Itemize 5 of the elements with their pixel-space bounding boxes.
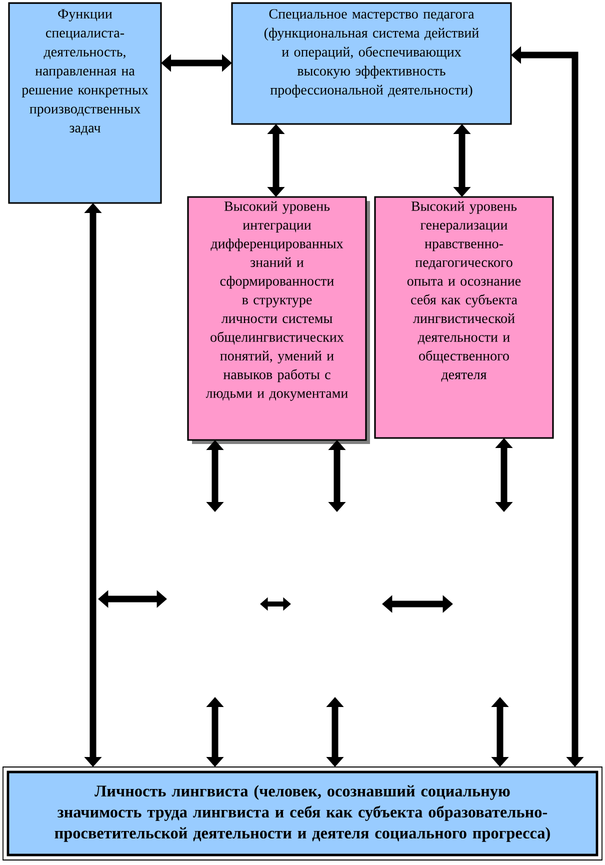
framed-box: Личность лингвиста (человек, осознавший социальную значимость труда лингвиста и себя как субъекта образовательно-просветительской деятельности и деятеля социального прогресса) — [2, 766, 602, 860]
concept-box: Функции специалиста-деятельность, направленная на решение конкретных производственных задач — [8, 2, 162, 204]
concept-box: Высокий уровень интеграции дифференцированных знаний и сформированности в структуре личности системы общелингвистических понятий, умений и навыков работы с людьми и документами — [187, 196, 370, 444]
concept-box: Высокий уровень генерализации нравственно-педагогического опыта и осознание себя как субъекта лингвистической деятельности и общественного деятеля — [374, 196, 554, 439]
concept-box: Специальное мастерство педагога (функциональная система действий и операций, обеспечивающих высокую эффективность профессиональной деятельности) — [231, 2, 512, 125]
